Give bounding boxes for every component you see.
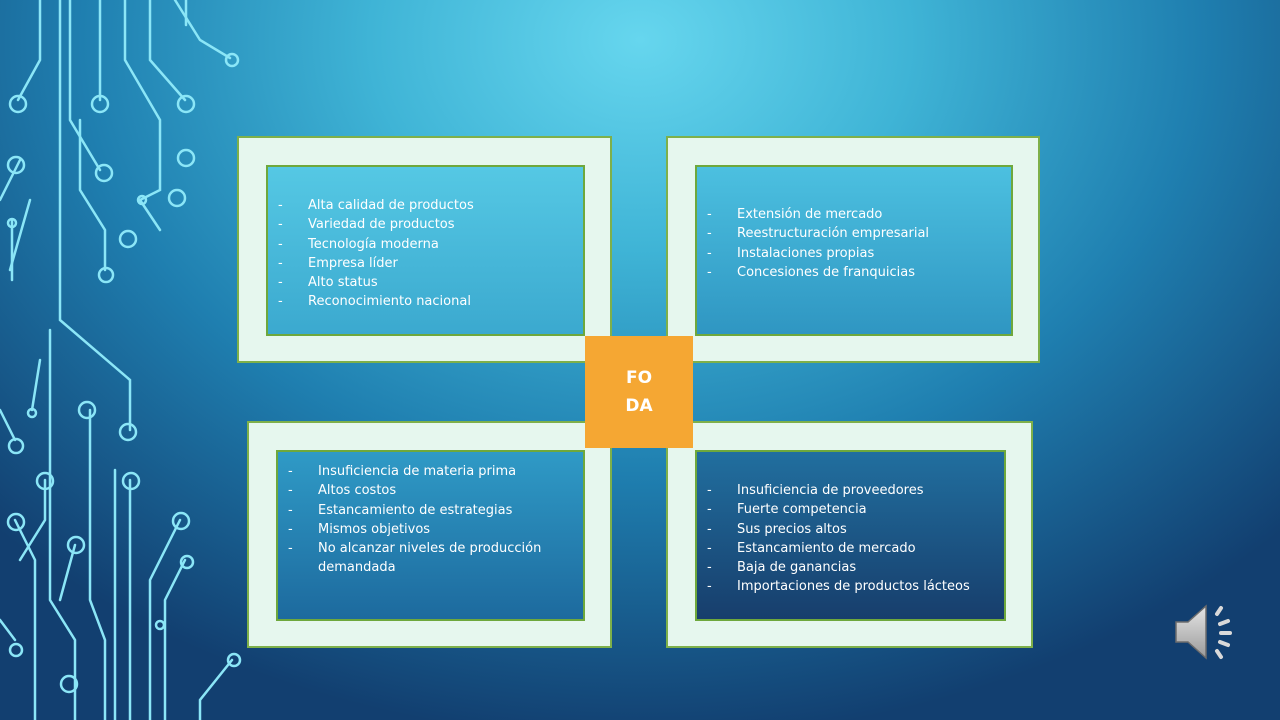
list-item: Fuerte competencia [707, 500, 1004, 520]
list-item: Sus precios altos [707, 520, 1004, 540]
list-item: Alto status [278, 273, 583, 293]
list-item: Altos costos [288, 481, 543, 501]
quadrant-oportunidades: Extensión de mercado Reestructuración em… [666, 136, 1040, 363]
center-line-fo: FO [625, 368, 653, 388]
quadrant-debilidades-inner: Insuficiencia de materia prima Altos cos… [276, 450, 585, 621]
list-item: Importaciones de productos lácteos [707, 577, 1004, 597]
fortalezas-list: Alta calidad de productos Variedad de pr… [278, 196, 583, 312]
list-item: Reestructuración empresarial [707, 224, 1011, 244]
list-item: Empresa líder [278, 254, 583, 274]
amenazas-list: Insuficiencia de proveedores Fuerte comp… [707, 481, 1004, 597]
list-item: Instalaciones propias [707, 244, 1011, 264]
debilidades-list: Insuficiencia de materia prima Altos cos… [288, 462, 543, 578]
foda-center-label: FO DA [585, 336, 693, 448]
quadrant-fortalezas-inner: Alta calidad de productos Variedad de pr… [266, 165, 585, 336]
list-item: Concesiones de franquicias [707, 263, 1011, 283]
oportunidades-list: Extensión de mercado Reestructuración em… [707, 205, 1011, 282]
quadrant-amenazas-inner: Insuficiencia de proveedores Fuerte comp… [695, 450, 1006, 621]
list-item: Insuficiencia de materia prima [288, 462, 543, 482]
speaker-icon[interactable] [1172, 600, 1242, 664]
quadrant-debilidades: Insuficiencia de materia prima Altos cos… [247, 421, 612, 648]
list-item: Extensión de mercado [707, 205, 1011, 225]
list-item: Insuficiencia de proveedores [707, 481, 1004, 501]
list-item: Alta calidad de productos [278, 196, 583, 216]
center-line-da: DA [625, 396, 653, 416]
list-item: Estancamiento de mercado [707, 539, 1004, 559]
list-item: Mismos objetivos [288, 520, 543, 540]
list-item: Baja de ganancias [707, 558, 1004, 578]
list-item: Tecnología moderna [278, 235, 583, 255]
quadrant-amenazas: Insuficiencia de proveedores Fuerte comp… [666, 421, 1033, 648]
circuit-decoration [0, 0, 242, 720]
list-item: Estancamiento de estrategias [288, 501, 543, 521]
list-item: Variedad de productos [278, 215, 583, 235]
quadrant-oportunidades-inner: Extensión de mercado Reestructuración em… [695, 165, 1013, 336]
quadrant-fortalezas: Alta calidad de productos Variedad de pr… [237, 136, 612, 363]
list-item: No alcanzar niveles de producción demand… [288, 539, 543, 578]
list-item: Reconocimiento nacional [278, 292, 583, 312]
